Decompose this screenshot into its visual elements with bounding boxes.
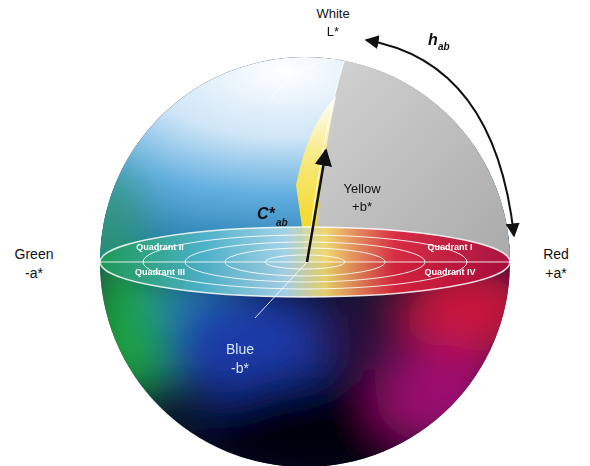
quadrant-label: Quadrant IV bbox=[424, 268, 475, 278]
axis-symbol: L* bbox=[327, 25, 339, 39]
axis-end-label: Blue bbox=[226, 342, 254, 357]
axis-end-label: Yellow bbox=[343, 182, 380, 196]
axis-symbol: +a* bbox=[545, 266, 566, 281]
hue-angle-symbol: h bbox=[428, 31, 438, 49]
axis-symbol: -a* bbox=[25, 266, 43, 281]
axis-symbol: +b* bbox=[352, 200, 372, 214]
axis-symbol: -b* bbox=[231, 361, 249, 376]
quadrant-label: Quadrant I bbox=[427, 243, 472, 253]
chroma-symbol: C* bbox=[257, 205, 275, 223]
axis-end-label: Red bbox=[543, 247, 569, 262]
quadrant-label: Quadrant II bbox=[136, 243, 184, 253]
axis-end-label: White bbox=[316, 7, 349, 21]
quadrant-label: Quadrant III bbox=[135, 268, 185, 278]
axis-end-label: Green bbox=[15, 247, 54, 262]
subscript: ab bbox=[276, 217, 288, 228]
subscript: ab bbox=[438, 41, 450, 52]
